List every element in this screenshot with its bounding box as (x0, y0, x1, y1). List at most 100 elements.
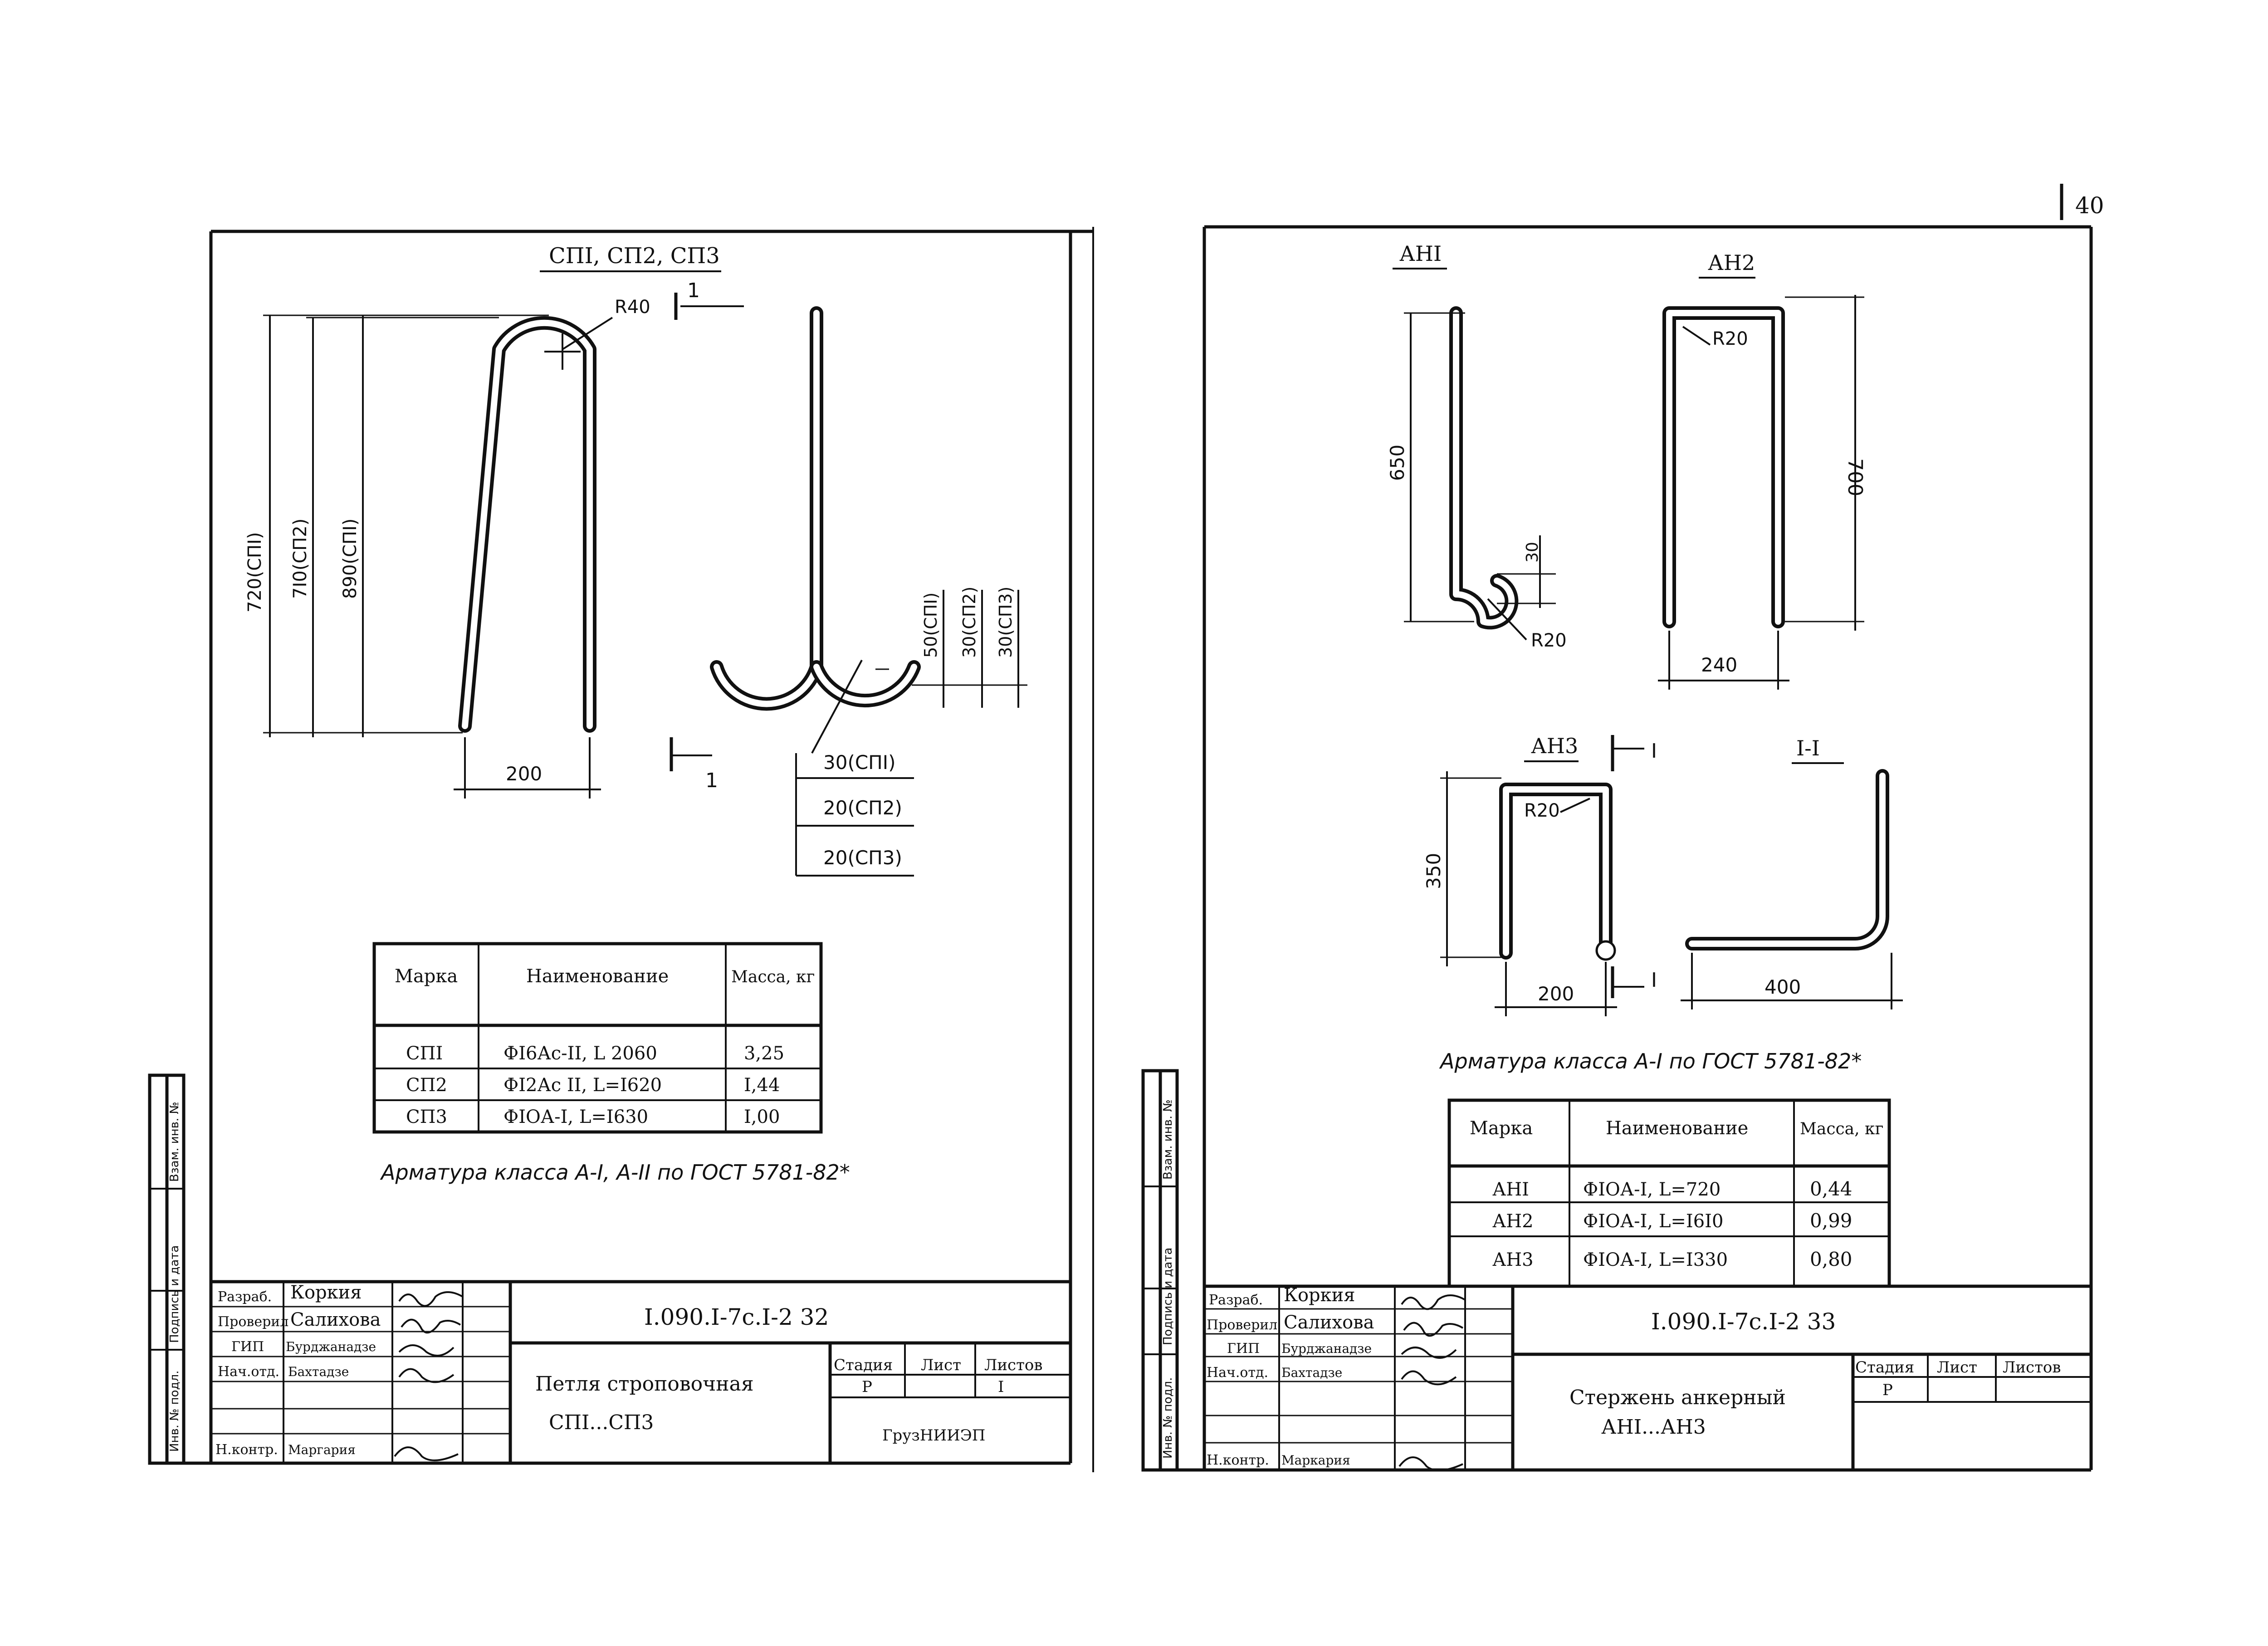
l-stamp-stage: Р (862, 1378, 872, 1396)
sp-row2-mark: СП2 (406, 1075, 447, 1096)
an2-radius: R20 (1712, 328, 1748, 349)
sp-row1-name: ФI6Ас-II, L 2060 (503, 1043, 657, 1064)
r-stamp-role-4: Нач.отд. (1207, 1365, 1268, 1381)
r-stamp-role-1: Разраб. (1209, 1292, 1263, 1308)
an3-bar (1499, 783, 1613, 960)
loop-front-view (710, 306, 921, 711)
an3-cut-top: I (1651, 740, 1657, 763)
r-stamp-name-7: Маркария (1281, 1453, 1350, 1468)
an1-dim-hook: 30 (1523, 542, 1542, 563)
r-signature-7 (1398, 1456, 1463, 1471)
l-stamp-title-2: СПI...СП3 (549, 1411, 654, 1434)
l-stamp-role-2: Проверил (218, 1314, 288, 1330)
section-label: I-I (1796, 736, 1820, 760)
an-row1-mass: 0,44 (1810, 1178, 1853, 1200)
l-signature-7 (394, 1446, 459, 1461)
l-stamp-name-3: Бурджанадзе (286, 1339, 376, 1354)
an2-bar (1662, 306, 1785, 628)
sp-dim-leg1: 50(СПI) (921, 593, 941, 658)
r-stamp-col-stage: Стадия (1855, 1358, 1914, 1377)
l-stamp-title-1: Петля строповочная (535, 1372, 754, 1396)
an3-label: АН3 (1531, 734, 1578, 758)
sp-row2-mass: I,44 (744, 1075, 780, 1096)
r-stamp-role-3: ГИП (1227, 1341, 1260, 1357)
an2-label: АН2 (1708, 250, 1755, 275)
l-stamp-role-7: Н.контр. (215, 1442, 278, 1458)
an-row2-mark: АН2 (1492, 1211, 1534, 1232)
an-row1-mark: АНI (1492, 1179, 1529, 1200)
an-row3-mark: АН3 (1492, 1249, 1534, 1270)
an3-cut-bottom: I (1651, 969, 1657, 992)
sp-dim-off2: 20(СП2) (823, 797, 902, 819)
l-stamp-col-sheet: Лист (921, 1356, 961, 1374)
r-stamp-name-1: Коркия (1284, 1285, 1355, 1306)
section-mark-top: 1 (687, 279, 700, 302)
sp-dim-leg3: 30(СП3) (996, 587, 1016, 658)
sp-row1-mass: 3,25 (744, 1043, 784, 1064)
an-row3-name: ФIОА-I, L=I330 (1583, 1249, 1728, 1270)
right-sheet-frame (1141, 225, 2093, 1472)
sp-table-header-mass: Масса, кг (731, 968, 815, 986)
section-bar (1685, 769, 1889, 950)
sp-table-header-name: Наименование (526, 966, 669, 987)
an-table-header-name: Наименование (1606, 1118, 1748, 1139)
l-stamp-name-2: Салихова (290, 1309, 381, 1330)
section-mark-bottom: 1 (705, 769, 718, 792)
l-stamp-role-4: Нач.отд. (218, 1364, 279, 1380)
sp-row2-name: ФI2Ас II, L=I620 (503, 1075, 662, 1096)
sp-row3-mass: I,00 (744, 1107, 780, 1127)
section-dim-w: 400 (1765, 976, 1801, 998)
sp-dim-h2: 7I0(СП2) (290, 519, 311, 599)
an-table-header-mark: Марка (1470, 1118, 1533, 1139)
l-stamp-code: I.090.I-7с.I-2 32 (644, 1304, 829, 1330)
an1-bar (1449, 306, 1519, 630)
r-stamp-role-2: Проверил (1207, 1317, 1277, 1333)
sp-dim-off3: 20(СП3) (823, 847, 902, 869)
r-stamp-name-2: Салихова (1284, 1312, 1374, 1333)
l-stamp-sheet: I (998, 1378, 1004, 1396)
sp-section-title: СПI, СП2, СП3 (549, 243, 720, 269)
an1-radius: R20 (1531, 630, 1567, 651)
loop-side-view (458, 316, 596, 733)
sp-dim-off1: 30(СПI) (823, 751, 896, 774)
l-stamp-name-4: Бахтадзе (288, 1364, 349, 1379)
left-side-label-3: Взам. инв. № (168, 1102, 181, 1182)
r-signature-3 (1401, 1347, 1457, 1359)
sp-dim-leg2: 30(СП2) (959, 587, 979, 658)
r-stamp-col-sheets: Листов (2003, 1358, 2061, 1377)
an1-dim-h: 650 (1386, 445, 1408, 481)
r-signature-1 (1401, 1294, 1466, 1310)
an-row2-name: ФIОА-I, L=I6I0 (1583, 1211, 1723, 1232)
l-signature-1 (398, 1291, 463, 1307)
sp-radius-label: R40 (615, 297, 650, 318)
r-stamp-name-4: Бахтадзе (1281, 1365, 1342, 1380)
an1-label: АНI (1399, 241, 1442, 266)
l-stamp-col-sheets: Листов (984, 1356, 1043, 1374)
an2-dim-h: 700 (1843, 458, 1867, 496)
r-stamp-role-7: Н.контр. (1207, 1452, 1269, 1468)
an3-bar-end (1595, 940, 1616, 961)
sp-table-header-mark: Марка (395, 966, 458, 987)
left-side-label-1: Инв. № подл. (168, 1371, 181, 1452)
an-row1-name: ФIОА-I, L=720 (1583, 1179, 1721, 1200)
l-stamp-name-1: Коркия (290, 1282, 362, 1303)
sp-dim-h1: 720(СПI) (244, 532, 265, 612)
l-stamp-org: ГрузНИИЭП (882, 1426, 985, 1445)
left-side-label-2: Подпись и дата (168, 1245, 181, 1343)
an-note: Арматура класса А-I по ГОСТ 5781-82* (1439, 1049, 1862, 1073)
l-signature-4 (398, 1368, 455, 1383)
r-stamp-title-1: Стержень анкерный (1569, 1386, 1786, 1409)
r-signature-2 (1403, 1322, 1464, 1337)
an2-dim-w: 240 (1701, 654, 1737, 676)
sp-dim-width: 200 (506, 763, 542, 785)
l-signature-2 (401, 1318, 461, 1334)
sp-note: Арматура класса А-I, А-II по ГОСТ 5781-8… (380, 1160, 850, 1185)
sp-row3-name: ФIОА-I, L=I630 (503, 1107, 648, 1127)
l-stamp-role-3: ГИП (231, 1339, 264, 1355)
an3-dim-h: 350 (1422, 853, 1445, 889)
sp-dim-h3: 890(СПI) (340, 519, 361, 599)
l-stamp-role-1: Разраб. (218, 1289, 272, 1305)
r-stamp-code: I.090.I-7с.I-2 33 (1651, 1308, 1836, 1335)
